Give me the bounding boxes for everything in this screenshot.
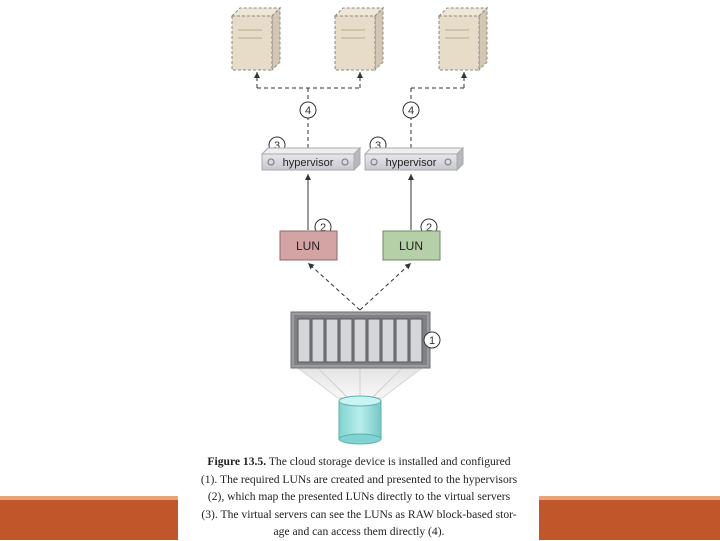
step-4-marker-left: 4 [299,101,317,119]
caption-line-3: (2), which map the presented LUNs direct… [207,490,511,504]
hypervisor-left: hypervisor [260,146,362,172]
virtual-server-3 [437,6,489,72]
hypervisor-label: hypervisor [283,157,334,169]
disk-cylinder-icon [338,395,382,445]
cone-lines [317,367,403,399]
server-tower-icon [333,6,385,72]
arrow-storage-to-lun-right [359,262,412,311]
server-connections [254,72,467,148]
lun-label: LUN [399,239,423,253]
storage-array-icon [290,311,431,369]
caption-line-5: age and can access them directly (4). [273,525,445,539]
lun-left: LUN [279,230,338,261]
step-4-label: 4 [408,105,414,117]
step-4-label: 4 [305,105,311,117]
step-2-label: 2 [426,222,432,234]
caption-line-1-text: The cloud storage device is installed an… [266,455,511,468]
step-3-label: 3 [274,140,280,152]
server-tower-icon [437,6,489,72]
lun-label: LUN [296,239,320,253]
step-1-marker: 1 [423,331,441,349]
figure-panel [178,0,539,540]
figure-label: Figure 13.5. [207,455,267,468]
server-tower-icon [230,6,282,72]
lun-right: LUN [382,230,441,261]
hypervisor-right: hypervisor [363,146,465,172]
step-2-label: 2 [320,222,326,234]
step-1-label: 1 [429,335,435,347]
step-4-marker-right: 4 [402,101,420,119]
caption-line-2: (1). The required LUNs are created and p… [200,472,518,486]
step-3-label: 3 [375,140,381,152]
figure-caption: Figure 13.5. The cloud storage device is… [183,453,535,541]
caption-line-4: (3). The virtual servers can see the LUN… [201,507,517,521]
hypervisor-label: hypervisor [386,157,437,169]
storage-to-lun-connections [307,262,412,311]
virtual-server-1 [230,6,282,72]
storage-disk-slots [297,318,423,363]
caption-line-1: Figure 13.5. The cloud storage device is… [183,453,535,471]
arrow-storage-to-lun-left [307,262,361,311]
storage-diagram: 4 4 3 3 hypervisor hypervisor 2 2 [230,6,489,445]
virtual-server-2 [333,6,385,72]
